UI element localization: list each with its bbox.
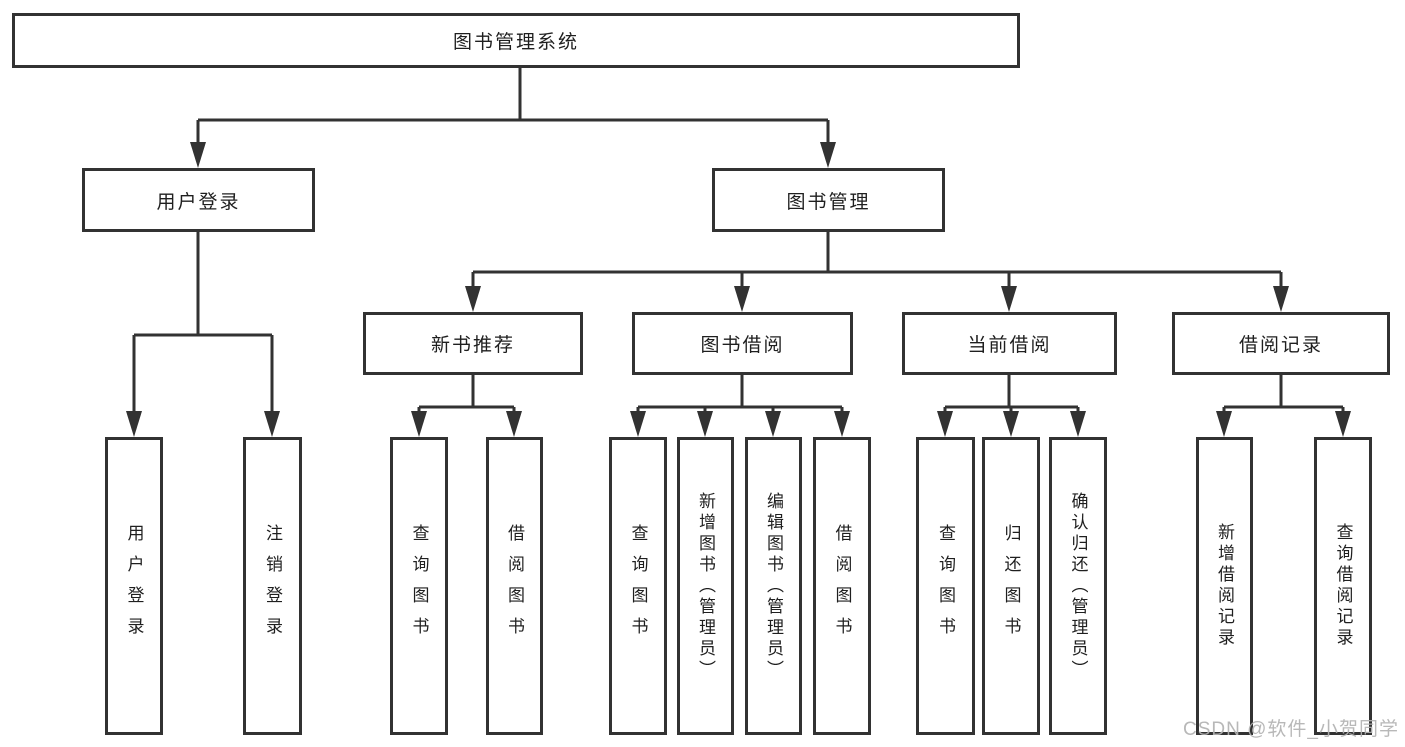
node-label: 借阅记录 xyxy=(1238,335,1323,356)
node-root-label: 图书管理系统 xyxy=(452,32,579,53)
node-book-borrowing: 图书借阅 xyxy=(632,312,853,375)
node-label: 用户登录 xyxy=(156,191,241,213)
leaf-query-books: 查询图书 xyxy=(390,437,448,735)
node-label: 当前借阅 xyxy=(967,335,1052,356)
node-borrowing-records: 借阅记录 xyxy=(1172,312,1390,375)
leaf-confirm-return-admin: 确认归还（管理员） xyxy=(1049,437,1107,735)
leaf-label: 新增图书（管理员） xyxy=(696,491,715,681)
leaf-label: 归还图书 xyxy=(1001,524,1021,648)
leaf-label: 编辑图书（管理员） xyxy=(764,491,783,681)
leaf-label: 新增借阅记录 xyxy=(1215,523,1234,649)
node-new-book-recommendation: 新书推荐 xyxy=(363,312,583,375)
leaf-label: 查询图书 xyxy=(409,524,429,648)
leaf-borrow-books: 借阅图书 xyxy=(486,437,543,735)
leaf-user-login: 用户登录 xyxy=(105,437,163,735)
node-root-system: 图书管理系统 xyxy=(12,13,1020,68)
leaf-query-books: 查询图书 xyxy=(916,437,975,735)
leaf-edit-books-admin: 编辑图书（管理员） xyxy=(745,437,802,735)
leaf-logout: 注销登录 xyxy=(243,437,302,735)
leaf-label: 确认归还（管理员） xyxy=(1068,491,1088,681)
watermark: CSDN @软件_小贺同学 xyxy=(1183,719,1399,740)
leaf-label: 查询图书 xyxy=(936,524,955,648)
node-label: 图书管理 xyxy=(786,191,871,213)
leaf-borrow-books: 借阅图书 xyxy=(813,437,871,735)
leaf-label: 用户登录 xyxy=(124,524,144,648)
leaf-return-books: 归还图书 xyxy=(982,437,1040,735)
leaf-query-borrow-record: 查询借阅记录 xyxy=(1314,437,1372,735)
node-label: 新书推荐 xyxy=(430,335,515,356)
leaf-add-borrow-record: 新增借阅记录 xyxy=(1196,437,1253,735)
leaf-label: 借阅图书 xyxy=(505,524,524,648)
node-user-login: 用户登录 xyxy=(82,168,315,232)
leaf-label: 查询借阅记录 xyxy=(1333,523,1353,649)
leaf-query-books: 查询图书 xyxy=(609,437,667,735)
node-label: 图书借阅 xyxy=(700,335,785,356)
arrowheads xyxy=(126,142,1351,437)
node-current-borrowing: 当前借阅 xyxy=(902,312,1117,375)
leaf-add-books-admin: 新增图书（管理员） xyxy=(677,437,734,735)
leaf-label: 查询图书 xyxy=(628,524,648,648)
leaf-label: 注销登录 xyxy=(263,524,282,648)
node-book-management: 图书管理 xyxy=(712,168,945,232)
leaf-label: 借阅图书 xyxy=(832,524,852,648)
